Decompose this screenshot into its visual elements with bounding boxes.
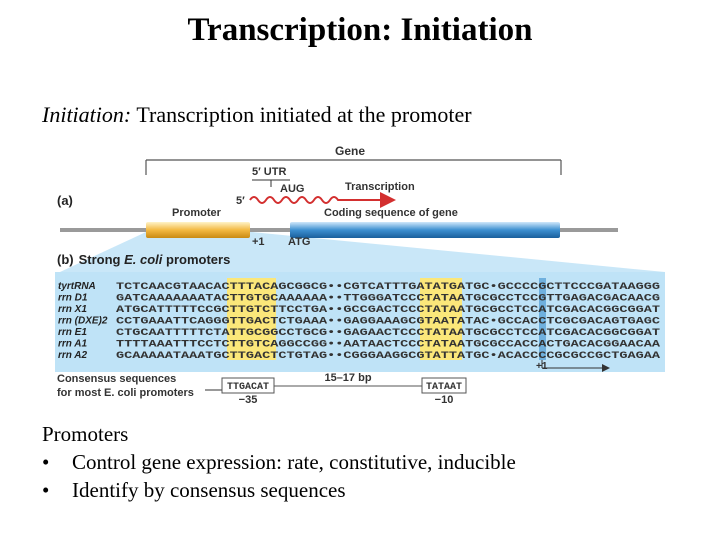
row-name: rrn D1 bbox=[58, 293, 88, 304]
sequence-row: tyrtRNA TCTCAACGTAACACTTTACAGCGGCG••CGTC… bbox=[58, 281, 660, 293]
utr-label: 5′ UTR bbox=[252, 166, 286, 178]
bullet-dot: • bbox=[42, 450, 50, 474]
row-sequence: GATCAAAAAAATACTTGTGCAAAAAA••TTGGGATCCCTA… bbox=[116, 294, 660, 305]
row-sequence: ATGCATTTTTCCGCTTGTCTTCCTGA••GCCGACTCCCTA… bbox=[116, 305, 660, 316]
coding-label: Coding sequence of gene bbox=[324, 207, 458, 219]
sequence-row: rrn A1 TTTTAAATTTCCTCTTGTCAGGCCGG••AATAA… bbox=[58, 339, 660, 351]
panel-b-title: (b)Strong E. coli promoters bbox=[57, 252, 230, 267]
plus1-row-label: +1 bbox=[536, 361, 548, 372]
promoter-rows: tyrtRNA TCTCAACGTAACACTTTACAGCGGCG••CGTC… bbox=[58, 281, 660, 362]
aug-label: AUG bbox=[280, 183, 304, 195]
slide-subtitle: Initiation: Transcription initiated at t… bbox=[42, 102, 472, 128]
row-name: rrn A2 bbox=[58, 350, 88, 361]
row-name: tyrtRNA bbox=[58, 281, 96, 292]
consensus-label-line2: for most E. coli promoters bbox=[57, 387, 194, 399]
plus1-highlight bbox=[539, 278, 546, 360]
minus10-position: −10 bbox=[435, 394, 454, 406]
promoter-bar bbox=[146, 222, 250, 238]
sequence-row: rrn A2 GCAAAAATAAATGCTTGACTCTGTAG••CGGGA… bbox=[58, 350, 660, 362]
plus-one-label: +1 bbox=[252, 236, 265, 248]
consensus-label-line1: Consensus sequences bbox=[57, 373, 176, 385]
row-name: rrn X1 bbox=[58, 304, 87, 315]
bullet-dot: • bbox=[42, 478, 50, 502]
sequence-row: rrn D1 GATCAAAAAAATACTTGTGCAAAAAA••TTGGG… bbox=[58, 293, 660, 305]
spacer-label: 15–17 bp bbox=[324, 372, 371, 384]
sequence-row: rrn X1 ATGCATTTTTCCGCTTGTCTTCCTGA••GCCGA… bbox=[58, 304, 660, 316]
panel-a-label: (a) bbox=[57, 193, 73, 208]
minus10-consensus: TATAAT bbox=[426, 382, 462, 393]
atg-label: ATG bbox=[288, 236, 310, 248]
sequence-row: rrn (DXE)2 CCTGAAATTCAGGGTTGACTCTGAAA••G… bbox=[58, 316, 660, 328]
row-sequence: CTGCAATTTTTCTATTGCGGCCTGCG••GAGAACTCCCTA… bbox=[116, 328, 660, 339]
bullets-heading: Promoters bbox=[42, 422, 129, 446]
promoter-notes: Promoters • Control gene expression: rate… bbox=[42, 420, 516, 504]
slide-title: Transcription: Initiation bbox=[187, 12, 533, 48]
row-name: rrn E1 bbox=[58, 327, 87, 338]
bullet-text: Control gene expression: rate, constitut… bbox=[72, 450, 516, 474]
sequence-panel bbox=[55, 272, 665, 372]
subtitle-lead: Initiation: bbox=[42, 102, 132, 127]
row-sequence: TTTTAAATTTCCTCTTGTCAGGCCGG••AATAACTCCCTA… bbox=[116, 340, 660, 351]
row-name: rrn A1 bbox=[58, 339, 88, 350]
row-sequence: GCAAAAATAAATGCTTGACTCTGTAG••CGGGAAGGCGTA… bbox=[116, 351, 660, 362]
five-prime-label: 5′ bbox=[236, 195, 245, 207]
row-name: rrn (DXE)2 bbox=[58, 316, 108, 327]
minus35-consensus: TTGACAT bbox=[227, 382, 269, 393]
gene-label: Gene bbox=[335, 144, 365, 158]
bullet-item: • Identify by consensus sequences bbox=[42, 476, 516, 504]
panel-b-label: (b) bbox=[57, 252, 74, 267]
row-sequence: TCTCAACGTAACACTTTACAGCGGCG••CGTCATTTGATA… bbox=[116, 282, 660, 293]
mrna-transcript bbox=[249, 192, 396, 208]
sequence-row: rrn E1 CTGCAATTTTTCTATTGCGGCCTGCG••GAGAA… bbox=[58, 327, 660, 339]
minus35-highlight bbox=[227, 278, 276, 360]
bullet-text: Identify by consensus sequences bbox=[72, 478, 346, 502]
coding-bar bbox=[290, 222, 560, 238]
minus10-highlight bbox=[420, 278, 462, 360]
row-sequence: CCTGAAATTCAGGGTTGACTCTGAAA••GAGGAAAGCGTA… bbox=[116, 317, 660, 328]
promoter-label: Promoter bbox=[172, 207, 222, 219]
minus35-position: −35 bbox=[239, 394, 258, 406]
minus10-box bbox=[421, 377, 467, 394]
zoom-wedge bbox=[60, 232, 665, 272]
transcription-label: Transcription bbox=[345, 181, 415, 193]
subtitle-rest: Transcription initiated at the promoter bbox=[131, 102, 472, 127]
minus35-box bbox=[221, 377, 275, 394]
bullet-item: • Control gene expression: rate, constitu… bbox=[42, 448, 516, 476]
